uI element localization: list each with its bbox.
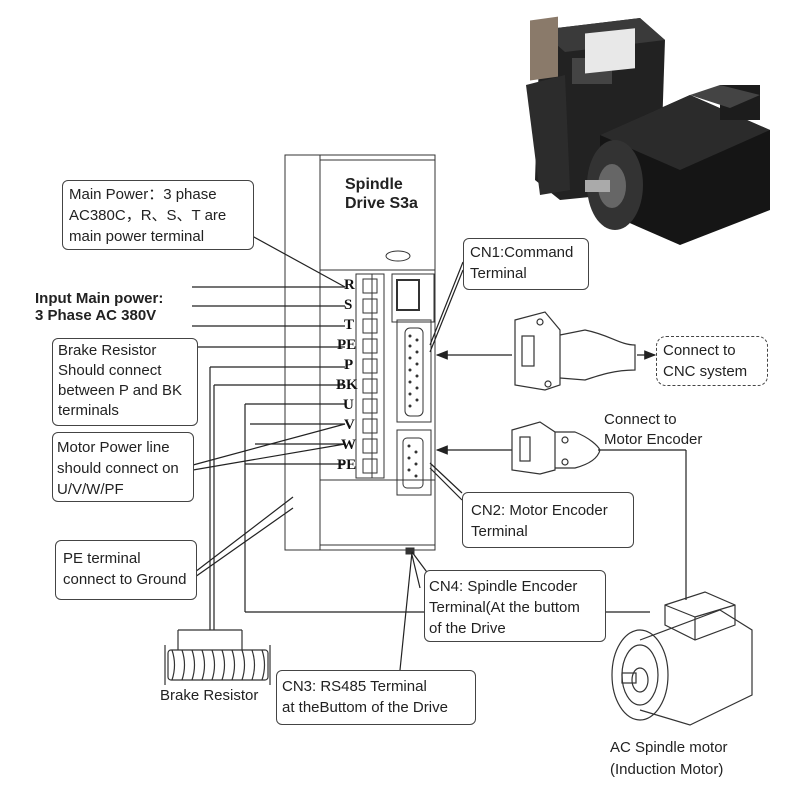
terminal-label: W (341, 437, 356, 453)
callout-text: between P and BK (58, 382, 182, 399)
callout-text: U/V/W/PF (57, 481, 124, 498)
callout-pe-terminal: PE terminal connect to Ground (55, 540, 197, 600)
callout-text: Connect to (663, 342, 736, 359)
callout-text: of the Drive (429, 620, 506, 637)
callout-text: (Induction Motor) (610, 761, 724, 778)
db-connector-encoder (511, 421, 601, 475)
callout-text: PE terminal (63, 550, 141, 567)
terminal-screws (362, 278, 378, 474)
callout-text: Motor Encoder (604, 431, 703, 448)
terminal-label: S (344, 297, 353, 313)
callout-text: Terminal (470, 265, 527, 282)
callout-text: at theButtom of the Drive (282, 699, 448, 716)
callout-cn4: CN4: Spindle Encoder Terminal(At the but… (424, 570, 606, 642)
callout-text: AC Spindle motor (610, 739, 728, 756)
callout-text: Brake Resistor (58, 342, 157, 359)
callout-motor-power: Motor Power line should connect on U/V/W… (52, 432, 194, 502)
callout-text: CN3: RS485 Terminal (282, 678, 427, 695)
terminal-label: V (344, 417, 355, 433)
callout-text: Terminal (471, 523, 528, 540)
callout-text: CN4: Spindle Encoder (429, 578, 578, 595)
input-power-line1: Input Main power: (35, 290, 164, 307)
terminal-label: R (344, 277, 355, 293)
signal-arrows (435, 350, 657, 455)
ac-spindle-motor-drawing (611, 591, 753, 726)
terminal-label: T (344, 317, 355, 333)
callout-text: Motor Power line (57, 439, 170, 456)
terminal-label: PE (337, 337, 357, 353)
drive-title-line2: Drive S3a (345, 195, 418, 212)
callout-text: CN1:Command (470, 244, 574, 261)
label-ac-spindle-motor: AC Spindle motor (Induction Motor) (610, 737, 728, 781)
callout-text: connect to Ground (63, 571, 187, 588)
callout-cn3: CN3: RS485 Terminal at theButtom of the … (276, 670, 476, 725)
callout-cn2: CN2: Motor Encoder Terminal (462, 492, 634, 548)
callout-text: Terminal(At the buttom (429, 599, 580, 616)
callout-text: main power terminal (69, 228, 205, 245)
callout-text: Connect to (604, 411, 677, 428)
label-motor-encoder: Connect to Motor Encoder (604, 410, 702, 450)
drive-title-line1: Spindle (345, 176, 403, 193)
terminal-label: BK (336, 377, 358, 393)
label-brake-resistor: Brake Resistor (160, 687, 259, 704)
callout-text: CN2: Motor Encoder (471, 502, 608, 519)
callout-main-power: Main Power：3 phase AC380C，R、S、T are main… (62, 180, 254, 250)
callout-text: Main Power：3 phase (69, 186, 217, 203)
input-power-line2: 3 Phase AC 380V (35, 307, 157, 324)
terminal-label: PE (337, 457, 357, 473)
terminal-label: U (343, 397, 354, 413)
callout-text: Should connect (58, 362, 162, 379)
callout-text: AC380C，R、S、T are (69, 207, 227, 224)
terminal-label: P (344, 357, 354, 373)
input-power-label: Input Main power: 3 Phase AC 380V (35, 290, 163, 324)
brake-resistor-drawing (164, 629, 271, 685)
callout-text: CNC system (663, 363, 748, 380)
callout-text: terminals (58, 402, 119, 419)
callout-text: should connect on (57, 460, 179, 477)
connector-pins (407, 334, 419, 478)
callout-cnc-system: Connect to CNC system (656, 336, 768, 386)
callout-brake-resistor: Brake Resistor Should connect between P … (52, 338, 198, 426)
db-connector-cnc (514, 311, 636, 391)
drive-outline (284, 154, 436, 555)
product-photo (526, 16, 770, 245)
callout-cn1: CN1:Command Terminal (463, 238, 589, 290)
drive-title: Spindle Drive S3a (345, 175, 418, 213)
